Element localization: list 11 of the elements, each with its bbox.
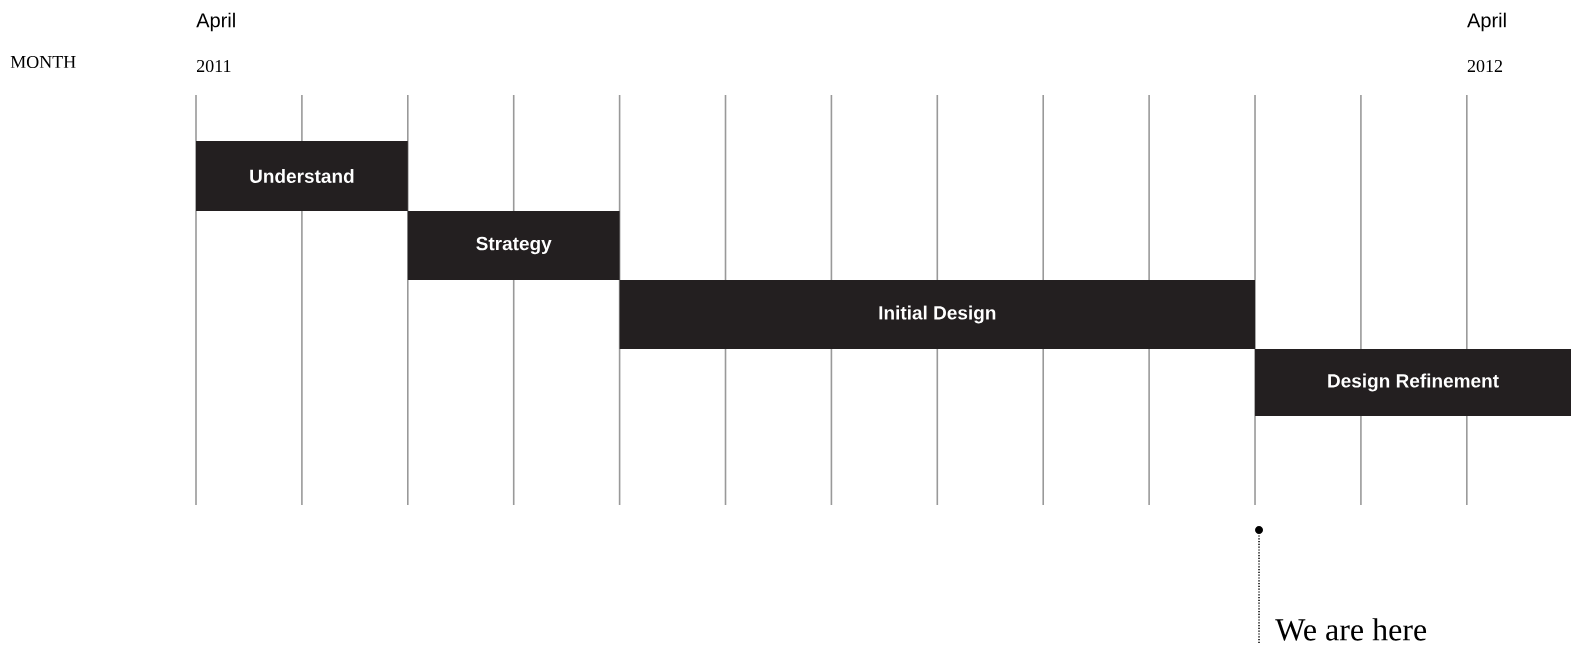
- leader-line: [1258, 533, 1260, 644]
- phase-bar: Initial Design: [619, 280, 1255, 349]
- axis-label: 2011: [197, 59, 231, 73]
- phase-bar: Strategy: [407, 211, 620, 280]
- axis-label: 2012: [1467, 59, 1503, 73]
- phase-bar: Design Refinement: [1255, 349, 1571, 416]
- axis-label: April: [196, 12, 235, 32]
- axis-label: April: [1467, 12, 1506, 32]
- axis-label: MONTH: [10, 55, 76, 69]
- phase-bar: Understand: [196, 141, 408, 211]
- marker-label: We are here: [1275, 618, 1427, 641]
